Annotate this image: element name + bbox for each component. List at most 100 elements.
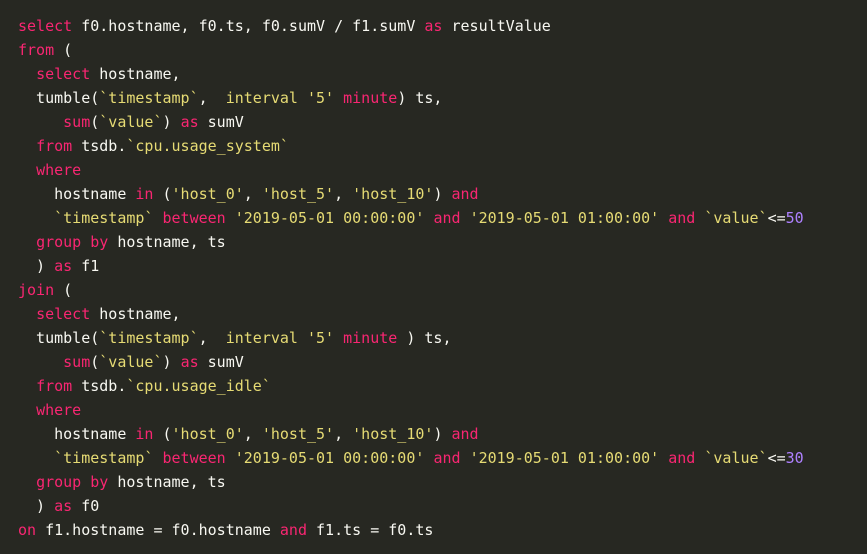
text-token — [18, 113, 63, 131]
text-token: , — [243, 425, 262, 443]
keyword-token: and — [433, 209, 461, 227]
text-token — [461, 449, 470, 467]
text-token: ( — [54, 41, 73, 59]
text-token: ( — [90, 113, 100, 131]
string-token: `value` — [704, 209, 768, 227]
string-token: 'host_0' — [171, 425, 244, 443]
text-token — [226, 449, 235, 467]
string-token: `timestamp` — [54, 449, 154, 467]
text-token: , — [334, 425, 353, 443]
string-token: `timestamp` — [54, 209, 154, 227]
string-token: 'host_10' — [352, 425, 434, 443]
code-line: group by hostname, ts — [18, 230, 849, 254]
code-line: hostname in ('host_0', 'host_5', 'host_1… — [18, 182, 849, 206]
keyword-token: on — [18, 521, 37, 539]
text-token — [298, 89, 307, 107]
text-token — [18, 305, 36, 323]
text-token: , — [198, 329, 226, 347]
keyword-token: in — [135, 185, 154, 203]
text-token: resultValue — [442, 17, 551, 35]
text-token — [18, 401, 36, 419]
text-token: ) ts, — [397, 89, 443, 107]
keyword-token: and — [451, 185, 479, 203]
keyword-token: group by — [36, 473, 109, 491]
string-token: `timestamp` — [99, 89, 199, 107]
text-token — [18, 209, 54, 227]
string-token: 'host_0' — [171, 185, 244, 203]
text-token: tsdb. — [72, 137, 127, 155]
text-token: , — [198, 89, 226, 107]
keyword-token: and — [451, 425, 479, 443]
keyword-token: between — [162, 209, 226, 227]
text-token — [18, 161, 36, 179]
string-token: `timestamp` — [99, 329, 199, 347]
code-line: ) as f1 — [18, 254, 849, 278]
text-token — [226, 209, 235, 227]
code-line: `timestamp` between '2019-05-01 00:00:00… — [18, 206, 849, 230]
keyword-token: as — [180, 113, 199, 131]
keyword-token: from — [36, 377, 73, 395]
text-token: tumble( — [18, 329, 100, 347]
keyword-token: in — [135, 425, 154, 443]
keyword-token: minute — [343, 89, 398, 107]
text-token: tsdb. — [72, 377, 127, 395]
text-token: ) — [18, 497, 55, 515]
string-token: 'host_10' — [352, 185, 434, 203]
text-token — [18, 65, 36, 83]
string-token: '2019-05-01 01:00:00' — [469, 209, 660, 227]
text-token: hostname, ts — [108, 233, 226, 251]
string-token: '2019-05-01 00:00:00' — [234, 449, 425, 467]
code-line: from ( — [18, 38, 849, 62]
keyword-token: as — [54, 257, 73, 275]
string-token: `value` — [704, 449, 768, 467]
text-token: ) — [433, 425, 452, 443]
string-token: 'host_5' — [261, 425, 335, 443]
text-token: hostname, — [90, 305, 181, 323]
string-token: interval — [225, 329, 298, 347]
number-token: 50 — [785, 209, 804, 227]
code-line: select hostname, — [18, 302, 849, 326]
text-token: hostname — [18, 425, 136, 443]
text-token: ( — [153, 185, 172, 203]
text-token: ) — [433, 185, 452, 203]
keyword-token: select — [18, 17, 73, 35]
text-token: f1.hostname = f0.hostname — [36, 521, 280, 539]
keyword-token: select — [36, 65, 91, 83]
keyword-token: group by — [36, 233, 109, 251]
text-token — [18, 137, 36, 155]
code-line: where — [18, 398, 849, 422]
number-token: 30 — [785, 449, 804, 467]
text-token — [18, 353, 63, 371]
text-token — [153, 209, 162, 227]
keyword-token: minute — [343, 329, 398, 347]
keyword-token: sum — [63, 353, 91, 371]
text-token — [461, 209, 470, 227]
text-token: f0.hostname, f0.ts, f0.sumV / f1.sumV — [72, 17, 425, 35]
code-line: tumble(`timestamp`, interval '5' minute)… — [18, 86, 849, 110]
code-line: ) as f0 — [18, 494, 849, 518]
code-line: from tsdb.`cpu.usage_system` — [18, 134, 849, 158]
code-line: tumble(`timestamp`, interval '5' minute … — [18, 326, 849, 350]
code-line: hostname in ('host_0', 'host_5', 'host_1… — [18, 422, 849, 446]
text-token: hostname — [18, 185, 136, 203]
text-token — [18, 233, 36, 251]
string-token: '2019-05-01 01:00:00' — [469, 449, 660, 467]
text-token: , — [334, 185, 353, 203]
keyword-token: between — [162, 449, 226, 467]
string-token: `cpu.usage_idle` — [126, 377, 271, 395]
string-token: '2019-05-01 00:00:00' — [234, 209, 425, 227]
string-token: 'host_5' — [261, 185, 335, 203]
text-token: ( — [90, 353, 100, 371]
code-line: from tsdb.`cpu.usage_idle` — [18, 374, 849, 398]
text-token — [298, 329, 307, 347]
text-token: hostname, ts — [108, 473, 226, 491]
string-token: '5' — [307, 329, 335, 347]
code-line: `timestamp` between '2019-05-01 00:00:00… — [18, 446, 849, 470]
keyword-token: select — [36, 305, 91, 323]
text-token — [18, 473, 36, 491]
text-token: ( — [54, 281, 73, 299]
code-line: join ( — [18, 278, 849, 302]
keyword-token: sum — [63, 113, 91, 131]
string-token: `cpu.usage_system` — [126, 137, 289, 155]
keyword-token: and — [668, 449, 696, 467]
